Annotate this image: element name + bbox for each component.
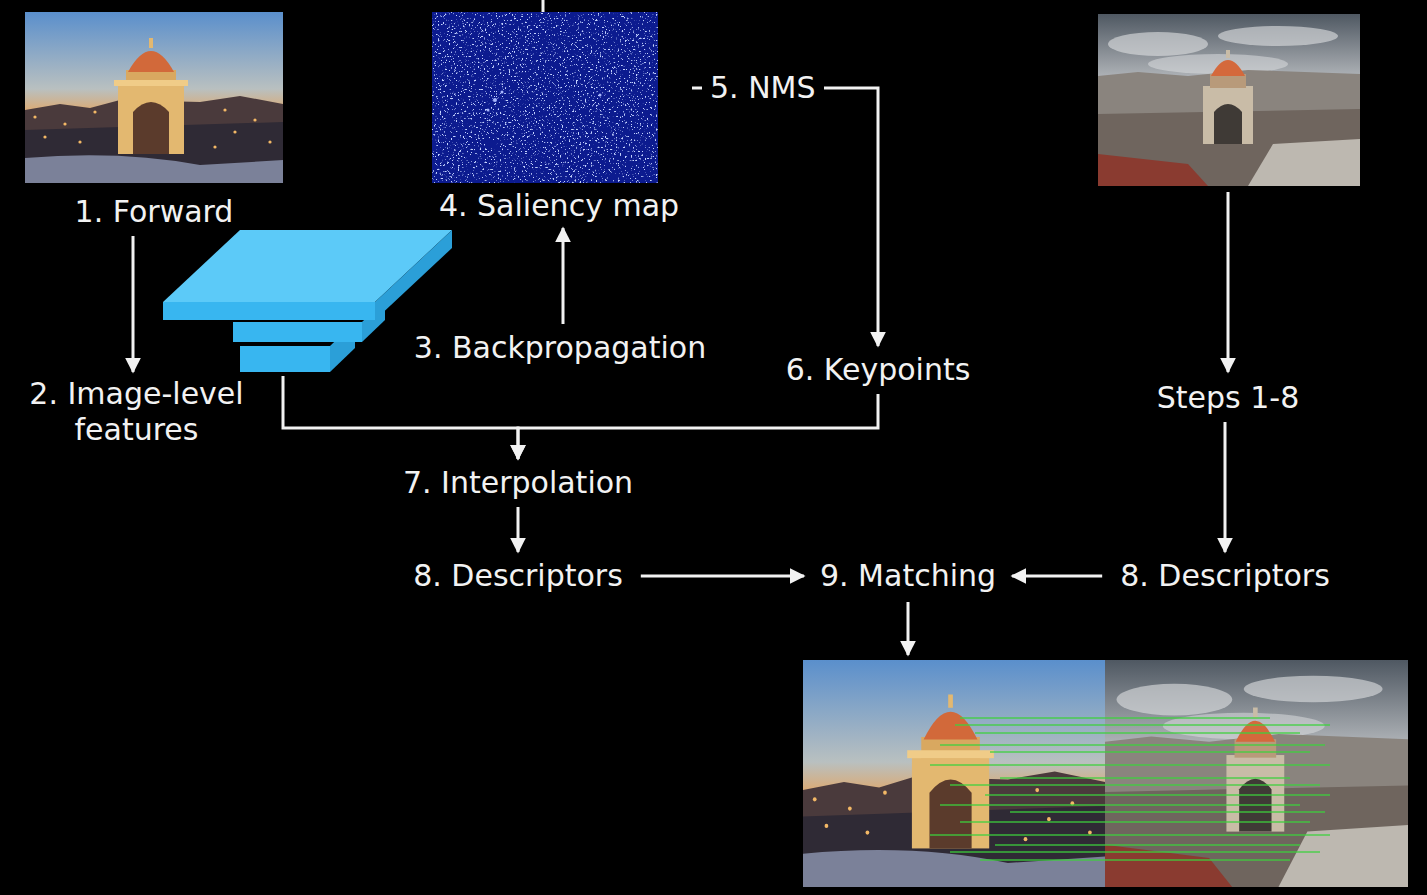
flow-connector [518,394,878,459]
saliency-map-image [487,109,490,112]
step-text: 4. Saliency map [428,188,690,224]
matching-result-image [803,660,1105,887]
saliency-map-image [501,91,504,94]
step-text: 9. Matching [820,558,996,594]
matching-result-image [975,732,1300,734]
feature-layers [240,346,330,372]
sunset-photo [25,12,283,183]
cloudy-photo [1098,14,1360,186]
matching-result-image [980,859,1290,861]
step-text: 3. Backpropagation [414,330,706,366]
flow-connector [516,507,519,552]
matching-result-image [1000,777,1290,779]
step-text: 8. Descriptors [413,558,623,594]
cloudy-photo [1098,14,1360,186]
saliency-caption-box: 4. Saliency map [428,12,690,224]
saliency-map-image [493,98,497,102]
feature-layers [163,302,375,320]
step-label: 3. Backpropagation [410,328,710,368]
matching-result-image [940,804,1300,806]
flow-arrow [907,602,910,655]
feature-layers [163,230,452,302]
feature-layers [233,322,362,342]
step-label: 8. Descriptors [409,556,627,596]
saliency-map-image [599,94,602,97]
saliency-map-image [432,12,658,183]
step-text: 1. Forward [25,194,283,230]
step-label: Steps 1-8 [1153,378,1303,418]
step-text: 2. Image-level features [18,376,255,448]
flow-connector [692,88,878,346]
step-text: Steps 1-8 [1157,380,1299,416]
matching-result-image [950,851,1320,853]
matching-result-image [950,784,1320,786]
step-label: 6. Keypoints [782,350,975,390]
step-label: 9. Matching [816,556,1000,596]
flow-connector [283,376,518,459]
matching-result-image [955,724,1330,726]
sunset-photo [25,12,283,183]
saliency-map-image [432,12,658,183]
matching-result-image [930,764,1330,766]
matching-result-image [930,834,1330,836]
wire-stub [542,0,545,12]
matching-result-image [930,718,1330,860]
feature-caption-box: 2. Image-level features [18,376,283,448]
photo-caption-box: 1. Forward [25,12,283,230]
flow-connector [562,228,565,324]
edge-label: 5. NMS [702,70,824,106]
matching-result-image [1010,811,1325,813]
step-label: 7. Interpolation [399,463,637,503]
matching-result-image [985,794,1330,796]
flow-connector [1223,422,1226,552]
step-label: 8. Descriptors [1116,556,1334,596]
feature-layers [163,230,452,372]
step-text: 8. Descriptors [1120,558,1330,594]
matching-result-image [995,844,1300,846]
flow-connector [1012,575,1102,578]
step-text: 6. Keypoints [786,352,971,388]
flow-arrow [1227,192,1230,372]
matching-result-image [1105,660,1408,887]
matching-result-image [990,751,1310,753]
step-text: 7. Interpolation [403,465,633,501]
matching-result-image [803,660,1105,887]
matching-result-image [1105,660,1408,887]
matching-result-image [960,717,1270,719]
matching-result-image [960,821,1310,823]
flow-connector [641,575,804,578]
flow-connector [132,236,135,372]
matching-result-image [940,744,1325,746]
matching-result-image [803,660,1408,887]
feature-layers [375,230,452,320]
saliency-map-image [432,12,658,183]
